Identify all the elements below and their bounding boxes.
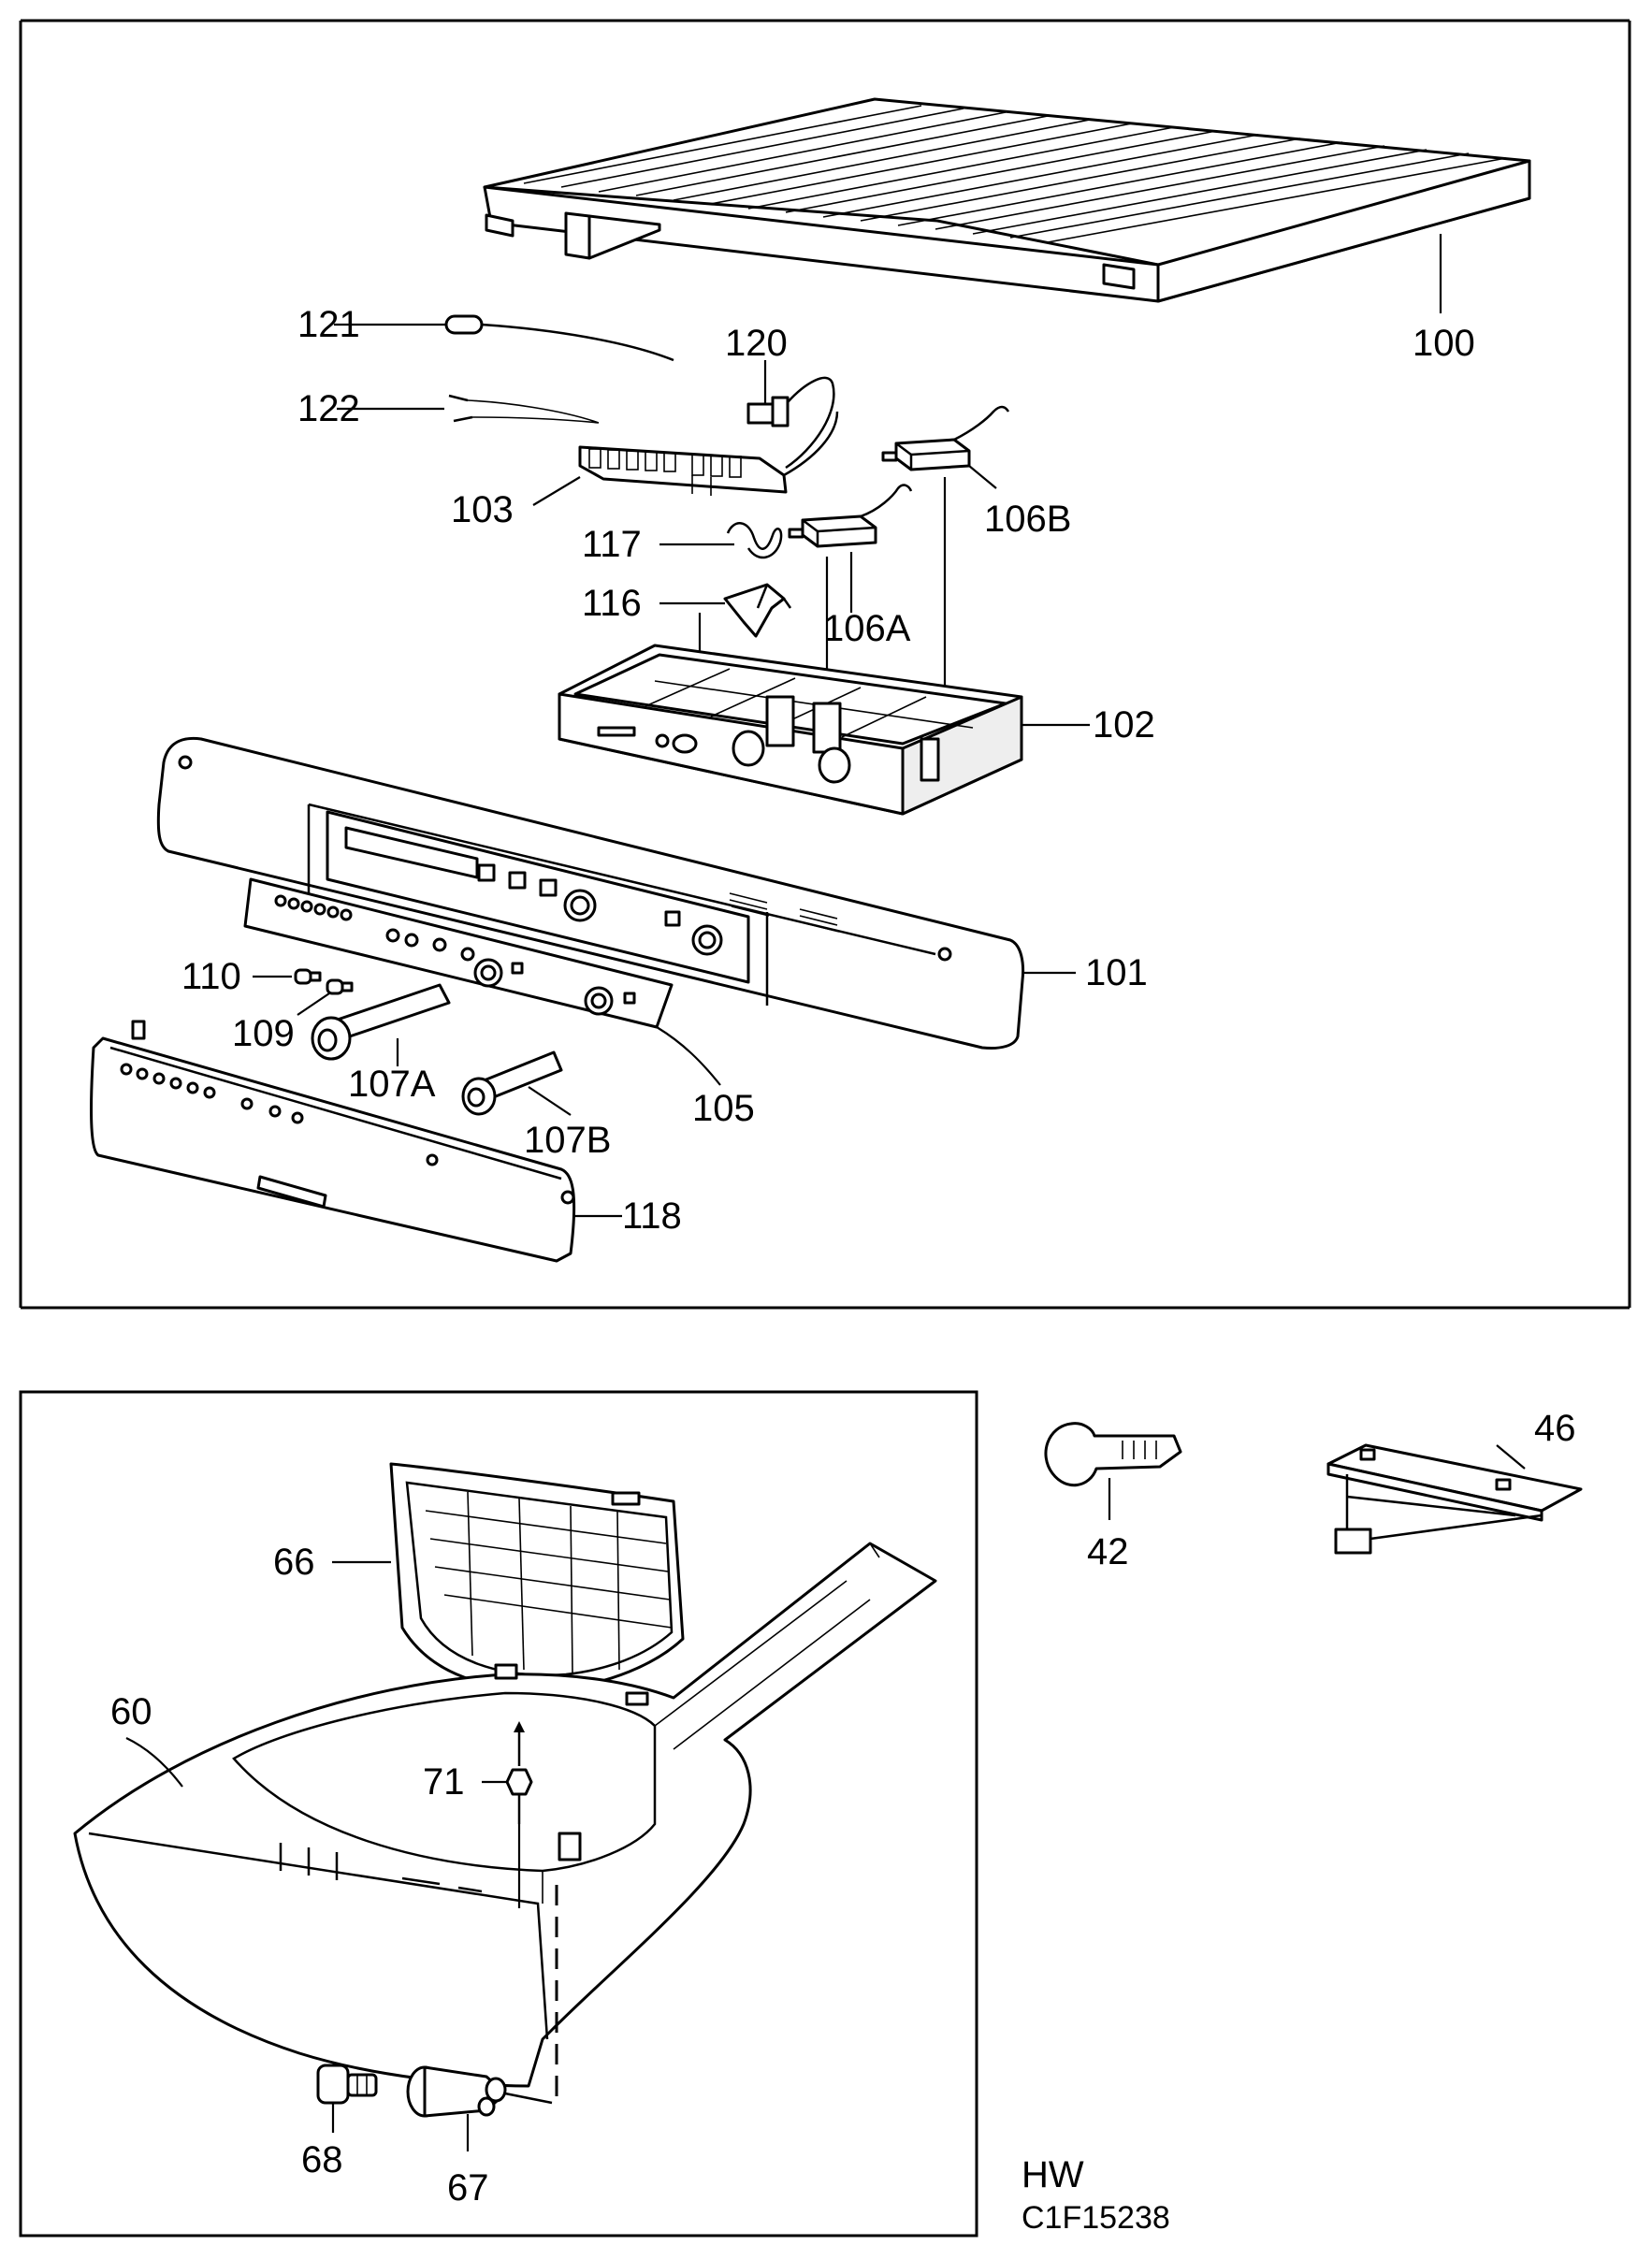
drawing-reference-number: C1F15238 bbox=[1022, 2200, 1170, 2236]
part-109-bulb: 109 bbox=[232, 978, 354, 1054]
part-68-socket: 68 bbox=[301, 2064, 378, 2180]
callout-67: 67 bbox=[447, 2167, 489, 2209]
callout-103: 103 bbox=[451, 489, 514, 530]
part-102-housing: 102 bbox=[558, 644, 1155, 816]
part-116-bracket: 116 bbox=[582, 583, 792, 711]
part-122-wire-leads: 122 bbox=[297, 388, 600, 429]
callout-46: 46 bbox=[1534, 1408, 1576, 1449]
callout-42: 42 bbox=[1087, 1531, 1129, 1572]
part-66-grille: 66 bbox=[273, 1462, 685, 1691]
callout-101: 101 bbox=[1085, 952, 1148, 993]
drawing-code-hw: HW bbox=[1022, 2154, 1084, 2195]
callout-110: 110 bbox=[181, 956, 241, 997]
part-101-fascia: 101 bbox=[156, 736, 1148, 1050]
part-71-clip: 71 bbox=[423, 1721, 533, 1908]
part-120-connector: 120 bbox=[725, 323, 835, 470]
part-118-cover: 118 bbox=[90, 1020, 682, 1263]
callout-116: 116 bbox=[582, 583, 642, 624]
callout-66: 66 bbox=[273, 1542, 315, 1583]
part-121-sensor: 121 bbox=[297, 304, 674, 362]
part-107b-knob: 107B bbox=[461, 1050, 611, 1161]
part-42-lamp-cover: 42 bbox=[1044, 1422, 1182, 1572]
callout-71: 71 bbox=[423, 1761, 465, 1803]
part-110-bulb: 110 bbox=[181, 956, 322, 997]
part-60-tray: 60 bbox=[73, 1542, 937, 2088]
bottom-panel-frame bbox=[19, 1390, 978, 2238]
callout-107a: 107A bbox=[348, 1064, 436, 1105]
callout-106b: 106B bbox=[984, 499, 1071, 540]
callout-107b: 107B bbox=[524, 1120, 611, 1161]
callout-122: 122 bbox=[297, 388, 360, 429]
part-106a-switch: 106A bbox=[788, 484, 913, 718]
callout-109: 109 bbox=[232, 1013, 295, 1054]
part-103-terminal-block: 103 bbox=[451, 411, 839, 530]
callout-120: 120 bbox=[725, 323, 788, 364]
callout-68: 68 bbox=[301, 2139, 343, 2180]
part-67-lamp-holder: 67 bbox=[406, 2065, 553, 2209]
callout-117: 117 bbox=[582, 524, 642, 565]
callout-121: 121 bbox=[297, 304, 360, 345]
part-117-clip: 117 bbox=[582, 522, 783, 565]
part-107a-knob: 107A bbox=[311, 983, 451, 1105]
part-105-control-plate: 105 bbox=[243, 877, 755, 1129]
callout-60: 60 bbox=[110, 1691, 152, 1732]
callout-100: 100 bbox=[1413, 323, 1475, 364]
top-panel-frame bbox=[19, 19, 1631, 1310]
callout-105: 105 bbox=[692, 1088, 755, 1129]
callout-118: 118 bbox=[622, 1195, 682, 1237]
callout-102: 102 bbox=[1093, 704, 1155, 746]
part-100-shelf: 100 bbox=[483, 97, 1531, 364]
callout-106a: 106A bbox=[823, 608, 911, 649]
part-46-bracket: 46 bbox=[1326, 1408, 1583, 1555]
